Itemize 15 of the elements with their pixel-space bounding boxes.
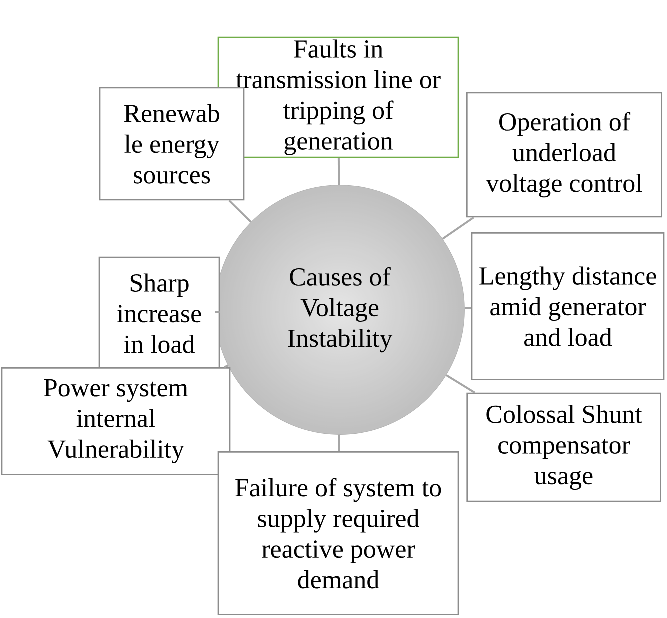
cause-box: Power system internal Vulnerability <box>1 368 231 476</box>
connector-line <box>442 216 474 240</box>
connector-line <box>446 374 476 394</box>
connector-line <box>338 158 340 186</box>
cause-box: Operation of underload voltage control <box>466 92 662 218</box>
connector-line <box>228 200 252 223</box>
connector-line <box>224 364 229 368</box>
cause-box: Lengthy distance amid generator and load <box>471 232 665 380</box>
cause-box: Renewab le energy sources <box>99 87 245 201</box>
cause-box: Colossal Shunt compensator usage <box>466 392 662 502</box>
cause-box: Failure of system to supply required reactive power demand <box>218 452 460 616</box>
connector-line <box>464 307 472 310</box>
connector-line <box>215 311 220 314</box>
cause-box: Sharp increase in load <box>98 256 220 370</box>
connector-line <box>338 434 340 452</box>
